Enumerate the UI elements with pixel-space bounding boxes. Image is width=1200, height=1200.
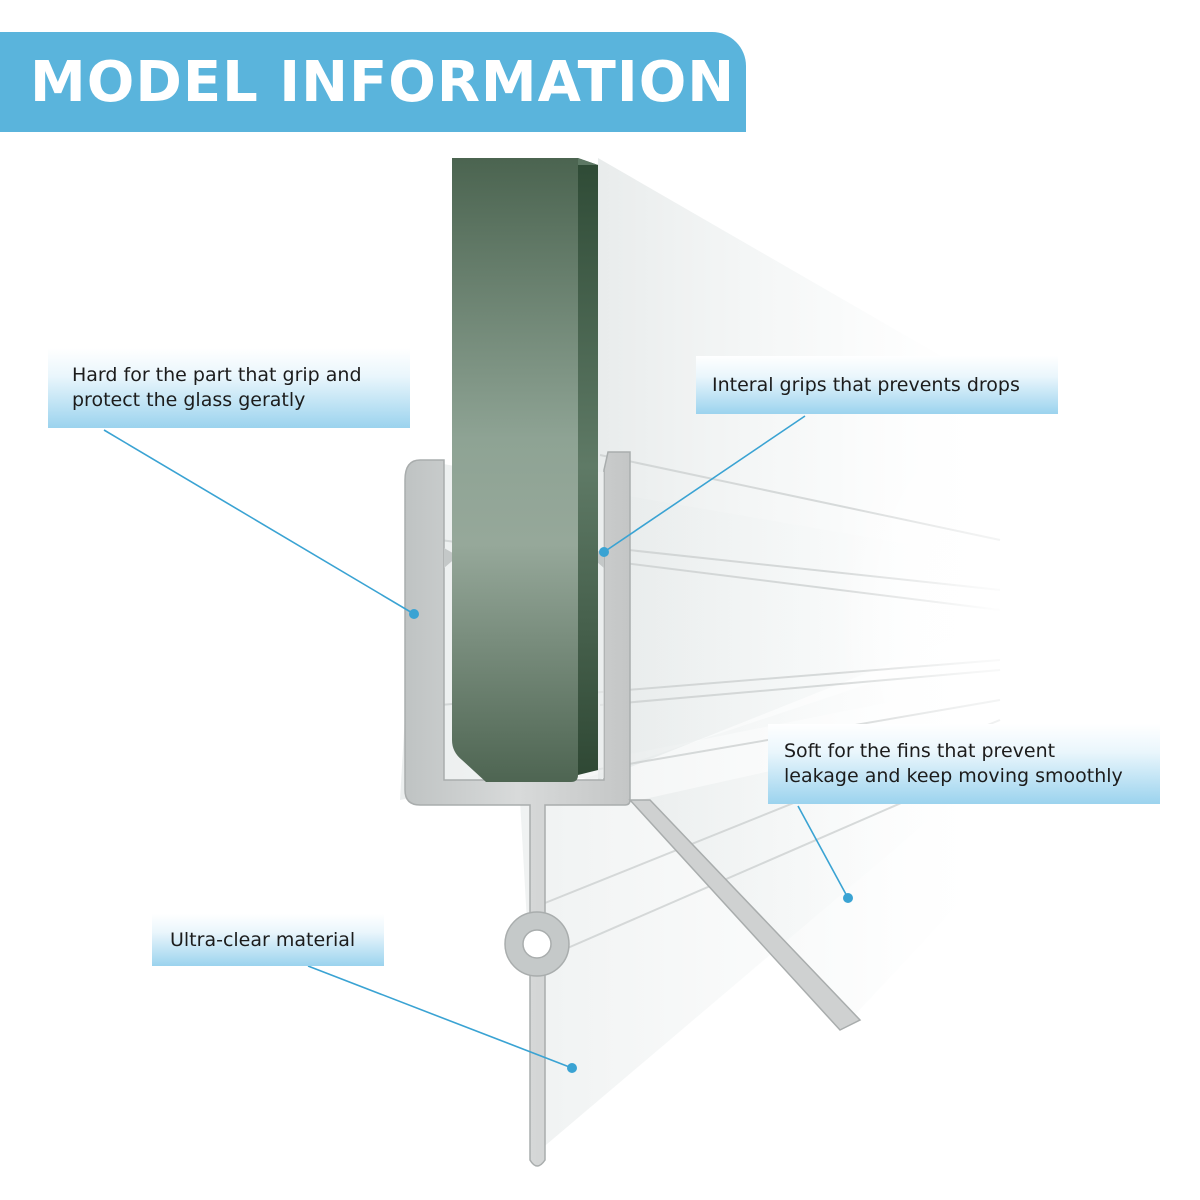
diagonal-fin bbox=[628, 799, 862, 1031]
seal-bead-hole bbox=[522, 929, 552, 959]
leader-dots bbox=[409, 547, 853, 1073]
callout-soft-fins: Soft for the fins that prevent leakage a… bbox=[768, 724, 1160, 804]
callout-ultra-clear: Ultra-clear material bbox=[152, 914, 384, 966]
callout-clear-line1: Ultra-clear material bbox=[170, 928, 356, 951]
callout-internal-grips: Interal grips that prevents drops bbox=[696, 356, 1058, 414]
glass-side bbox=[578, 158, 598, 775]
internal-grip-left bbox=[444, 548, 458, 568]
callout-soft-line2: leakage and keep moving smoothly bbox=[784, 765, 1123, 787]
leader-lines bbox=[103, 415, 849, 1069]
header-banner: MODEL INFORMATION bbox=[0, 32, 746, 132]
page-title: MODEL INFORMATION bbox=[30, 49, 736, 115]
callout-soft-line1: Soft for the fins that prevent bbox=[784, 740, 1056, 762]
callout-hard-line2: protect the glass geratly bbox=[72, 389, 306, 411]
callout-hard-grip: Hard for the part that grip and protect … bbox=[48, 348, 410, 428]
callout-hard-line1: Hard for the part that grip and bbox=[72, 364, 362, 386]
callout-grips-line1: Interal grips that prevents drops bbox=[712, 373, 1020, 396]
glass-front bbox=[452, 158, 578, 782]
